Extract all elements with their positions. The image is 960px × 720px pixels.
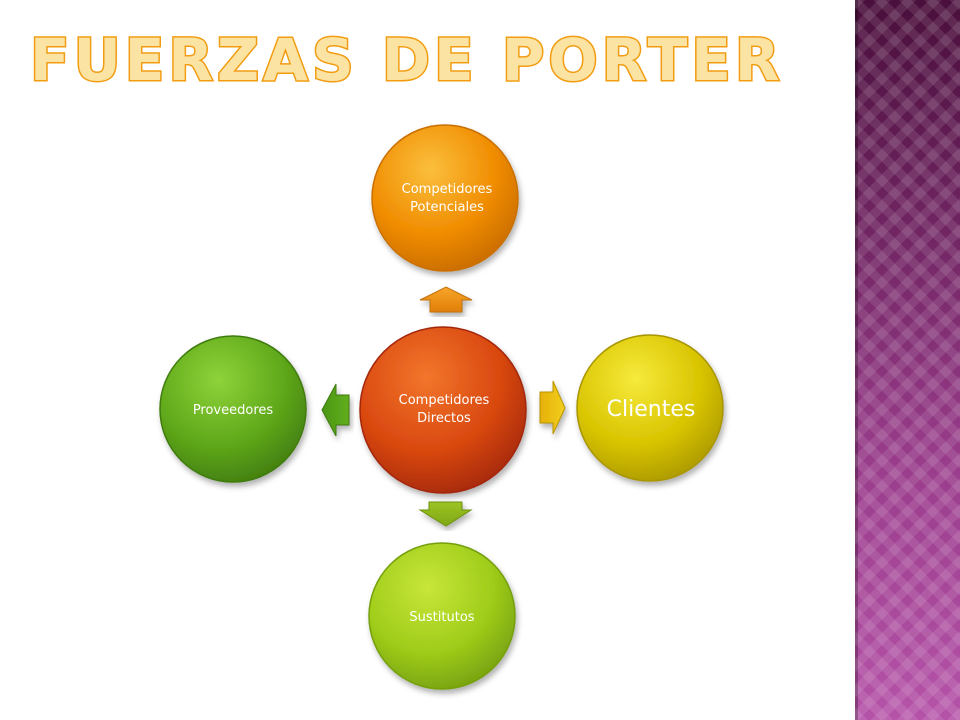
page-title: FUERZAS DE PORTER: [30, 26, 784, 94]
node-sustitutos: Sustitutos: [368, 542, 516, 690]
arrow-down-icon: [418, 501, 473, 527]
arrow-right-icon: [539, 380, 566, 435]
node-label-line: Sustitutos: [409, 610, 474, 625]
arrow-up-icon: [419, 286, 473, 313]
node-competidores-directos: Competidores Directos: [359, 326, 527, 494]
arrow-left-icon: [321, 383, 350, 437]
decorative-side-panel: [855, 0, 960, 720]
node-label-line: Proveedores: [193, 403, 274, 418]
node-label-line: Competidores: [399, 393, 490, 408]
node-label-line: Competidores: [402, 182, 493, 197]
node-label-line: Potenciales: [410, 200, 484, 215]
node-label-line: Directos: [417, 411, 471, 426]
node-clientes: Clientes: [576, 334, 724, 482]
node-proveedores: Proveedores: [159, 335, 307, 483]
node-competidores-potenciales: Competidores Potenciales: [371, 124, 519, 272]
node-label-line: Clientes: [607, 397, 696, 422]
